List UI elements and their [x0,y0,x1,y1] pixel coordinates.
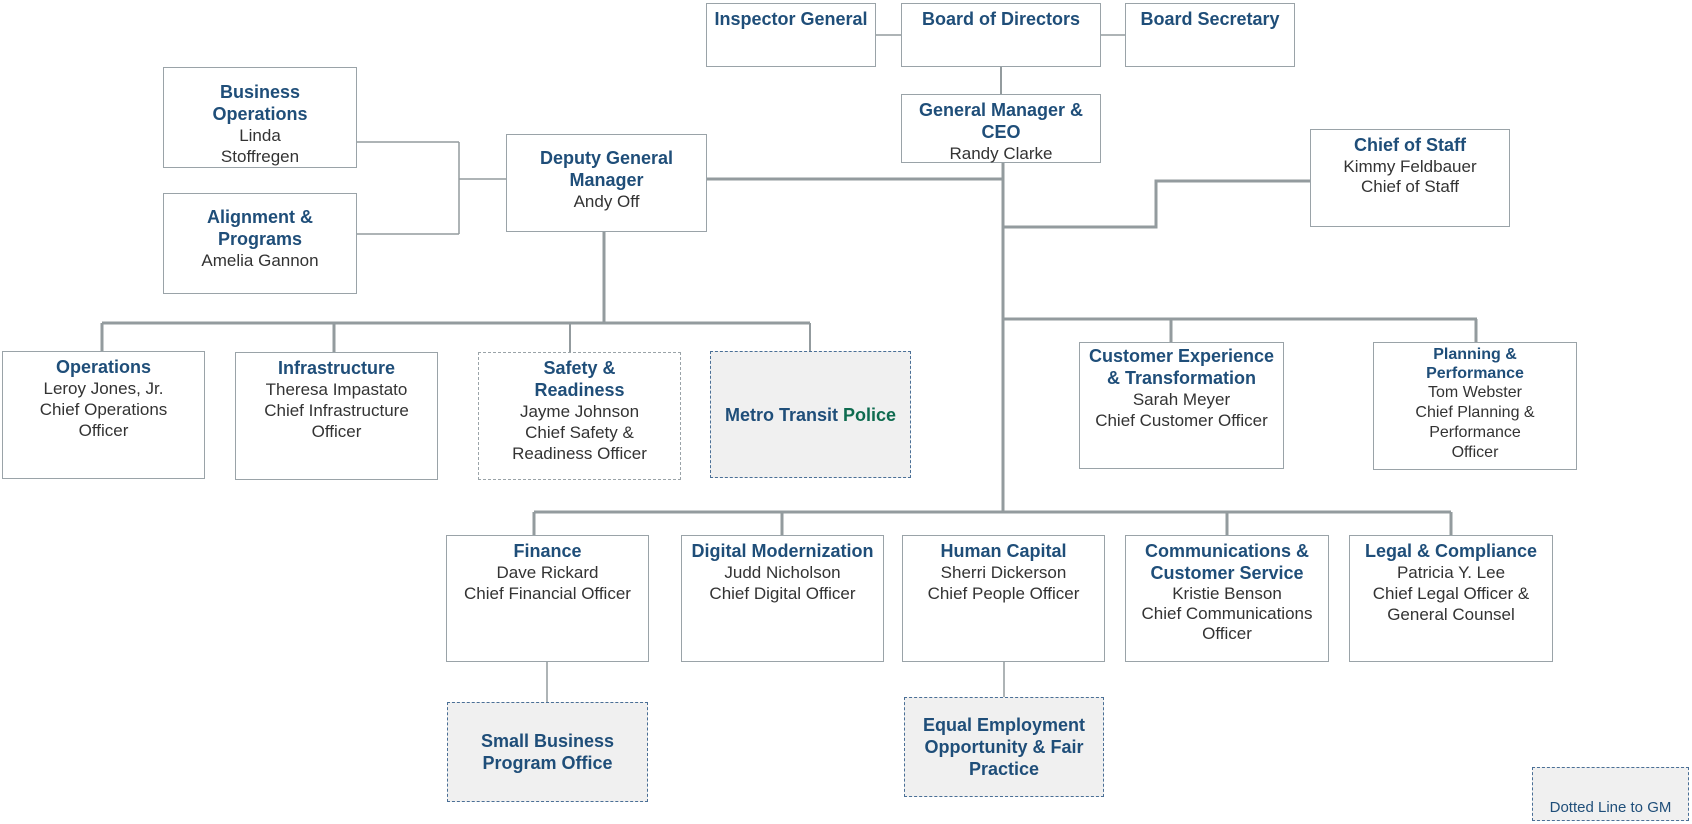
infrastructure-name: Theresa Impastato [265,380,408,399]
digital-modernization-role: Chief Digital Officer [709,584,856,603]
finance-name: Dave Rickard [496,563,599,582]
small-business-title: Small Business Program Office [480,731,615,773]
chief-of-staff-role: Chief of Staff [1361,177,1459,196]
planning-performance-title: Planning & Performance [1426,346,1524,382]
chief-of-staff-name: Kimmy Feldbauer [1343,157,1477,176]
infrastructure-title: Infrastructure [277,358,396,378]
board-secretary-title: Board Secretary [1140,9,1280,29]
finance-title: Finance [513,541,582,561]
metro-transit-police-box: Metro Transit Police [710,351,911,478]
planning-performance-box: Planning & Performance Tom Webster Chief… [1373,342,1577,470]
board-secretary-box: Board Secretary [1125,3,1295,67]
customer-experience-box: Customer Experience & Transformation Sar… [1079,342,1284,469]
communications-name: Kristie Benson [1172,584,1282,603]
finance-box: Finance Dave Rickard Chief Financial Off… [446,535,649,662]
inspector-general-title: Inspector General [714,9,868,29]
alignment-programs-title: Alignment & Programs [207,207,313,249]
customer-experience-title: Customer Experience & Transformation [1088,346,1275,388]
communications-title: Communications & Customer Service [1144,541,1309,583]
general-manager-title: General Manager & CEO [918,100,1084,142]
operations-box: Operations Leroy Jones, Jr. Chief Operat… [2,351,205,479]
communications-box: Communications & Customer Service Kristi… [1125,535,1329,662]
communications-role: Chief Communications Officer [1141,604,1313,643]
legal-compliance-title: Legal & Compliance [1364,541,1538,561]
safety-readiness-role: Chief Safety & Readiness Officer [512,423,647,463]
digital-modernization-box: Digital Modernization Judd Nicholson Chi… [681,535,884,662]
alignment-programs-name: Amelia Gannon [201,251,319,270]
legend-label: Dotted Line to GM [1549,799,1672,816]
legal-compliance-role: Chief Legal Officer & General Counsel [1372,584,1530,624]
board-of-directors-title: Board of Directors [921,9,1081,29]
customer-experience-name: Sarah Meyer [1132,390,1231,409]
eeo-title: Equal Employment Opportunity & Fair Prac… [922,715,1086,779]
deputy-gm-name: Andy Off [573,192,640,211]
safety-readiness-box: Safety & Readiness Jayme Johnson Chief S… [478,352,681,480]
planning-performance-role: Chief Planning & Performance Officer [1415,404,1535,461]
metro-transit-police-title: Metro Transit Police [725,404,896,426]
legal-compliance-name: Patricia Y. Lee [1396,563,1506,582]
digital-modernization-name: Judd Nicholson [724,563,841,582]
business-operations-box: Business Operations Linda Stoffregen [163,67,357,168]
legend-dotted-line: Dotted Line to GM [1532,767,1689,821]
chief-of-staff-box: Chief of Staff Kimmy Feldbauer Chief of … [1310,129,1510,227]
digital-modernization-title: Digital Modernization [691,541,874,561]
alignment-programs-box: Alignment & Programs Amelia Gannon [163,193,357,294]
safety-readiness-name: Jayme Johnson [519,402,640,421]
infrastructure-role: Chief Infrastructure Officer [264,401,409,441]
human-capital-name: Sherri Dickerson [940,563,1067,582]
general-manager-box: General Manager & CEO Randy Clarke [901,94,1101,163]
general-manager-name: Randy Clarke [949,144,1053,163]
human-capital-box: Human Capital Sherri Dickerson Chief Peo… [902,535,1105,662]
infrastructure-box: Infrastructure Theresa Impastato Chief I… [235,352,438,480]
business-operations-name: Linda Stoffregen [220,126,300,166]
customer-experience-role: Chief Customer Officer [1095,411,1268,430]
operations-role: Chief Operations Officer [39,400,168,440]
eeo-box: Equal Employment Opportunity & Fair Prac… [904,697,1104,797]
planning-performance-name: Tom Webster [1428,384,1522,401]
inspector-general-box: Inspector General [706,3,876,67]
safety-readiness-title: Safety & Readiness [534,358,625,400]
human-capital-title: Human Capital [940,541,1067,561]
board-of-directors-box: Board of Directors [901,3,1101,67]
human-capital-role: Chief People Officer [927,584,1080,603]
business-operations-title: Business Operations [212,82,308,124]
legal-compliance-box: Legal & Compliance Patricia Y. Lee Chief… [1349,535,1553,662]
small-business-box: Small Business Program Office [447,702,648,802]
finance-role: Chief Financial Officer [464,584,631,603]
operations-name: Leroy Jones, Jr. [43,379,164,398]
operations-title: Operations [55,357,152,377]
metro-transit-police-title-accent: Police [843,404,897,425]
metro-transit-police-title-main: Metro Transit [724,404,843,425]
deputy-gm-box: Deputy General Manager Andy Off [506,134,707,232]
deputy-gm-title: Deputy General Manager [539,148,674,190]
chief-of-staff-title: Chief of Staff [1354,135,1466,155]
